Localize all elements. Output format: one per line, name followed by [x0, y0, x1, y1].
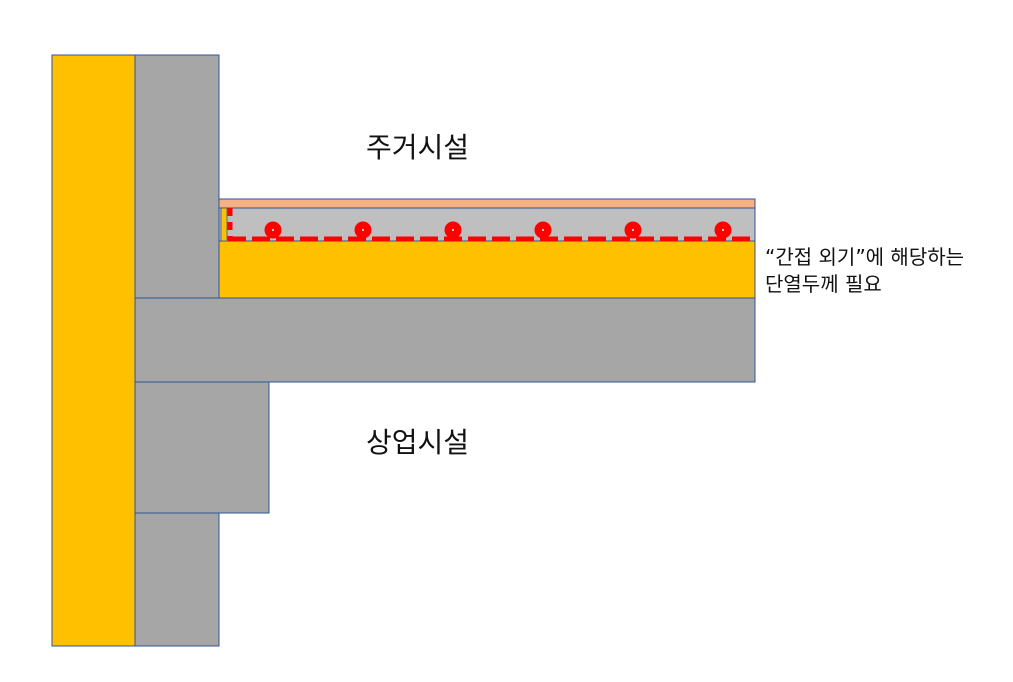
heating-pipe-core	[362, 229, 364, 231]
exterior-wall-insulation	[51, 54, 136, 647]
note-line-2: 단열두께 필요	[765, 272, 882, 296]
note-line-1: “간접 외기”에 해당하는	[765, 245, 965, 269]
heating-pipe-core	[632, 229, 634, 231]
heating-pipe-core	[542, 229, 544, 231]
lower-wall-concrete	[134, 512, 220, 647]
upper-wall-concrete	[134, 54, 220, 299]
heating-pipe-core	[452, 229, 454, 231]
heating-pipe-core	[722, 229, 724, 231]
heating-pipe-core	[272, 229, 274, 231]
upper-space-label: 주거시설	[366, 131, 470, 164]
floor-insulation	[218, 240, 756, 299]
screed-layer	[218, 207, 756, 242]
floor-finish	[218, 198, 756, 209]
lower-space-label: 상업시설	[366, 426, 470, 459]
edge-insulation-strip	[220, 207, 228, 242]
floor-slab-concrete	[134, 297, 756, 383]
beam-concrete	[134, 381, 270, 514]
